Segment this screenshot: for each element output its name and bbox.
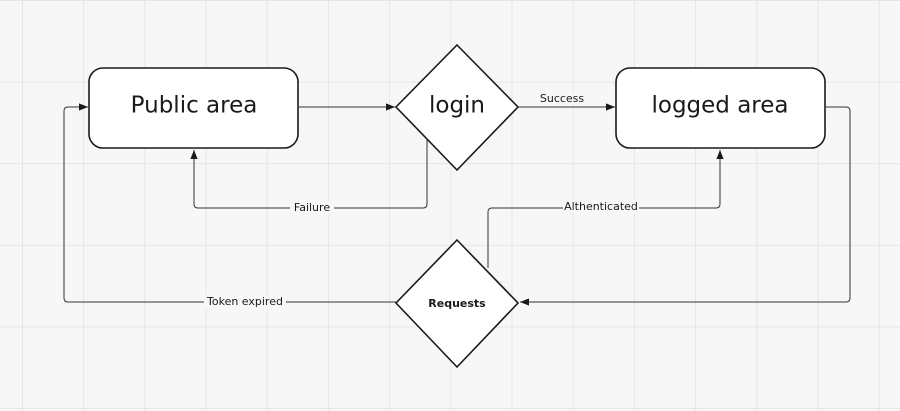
login-label: login xyxy=(429,93,485,119)
edge-label-authenticated: Althenticated xyxy=(563,200,639,214)
edge-label-success: Success xyxy=(538,92,586,106)
node-login[interactable]: login xyxy=(394,43,520,172)
edge-token-expired xyxy=(63,103,396,303)
requests-label: Requests xyxy=(428,297,486,310)
public-area-label: Public area xyxy=(131,93,258,119)
authenticated-label: Althenticated xyxy=(564,200,638,213)
edge-login-failure xyxy=(190,140,428,209)
failure-label: Failure xyxy=(294,201,330,214)
edge-label-token-expired: Token expired xyxy=(204,295,286,309)
node-public-area[interactable]: Public area xyxy=(88,67,299,149)
node-requests[interactable]: Requests xyxy=(394,238,520,369)
token-expired-label: Token expired xyxy=(206,295,283,308)
edge-label-failure: Failure xyxy=(290,201,334,215)
node-logged-area[interactable]: logged area xyxy=(615,67,826,149)
logged-area-label: logged area xyxy=(651,93,788,119)
success-label: Success xyxy=(540,92,585,105)
edge-logged-to-requests xyxy=(520,106,851,306)
